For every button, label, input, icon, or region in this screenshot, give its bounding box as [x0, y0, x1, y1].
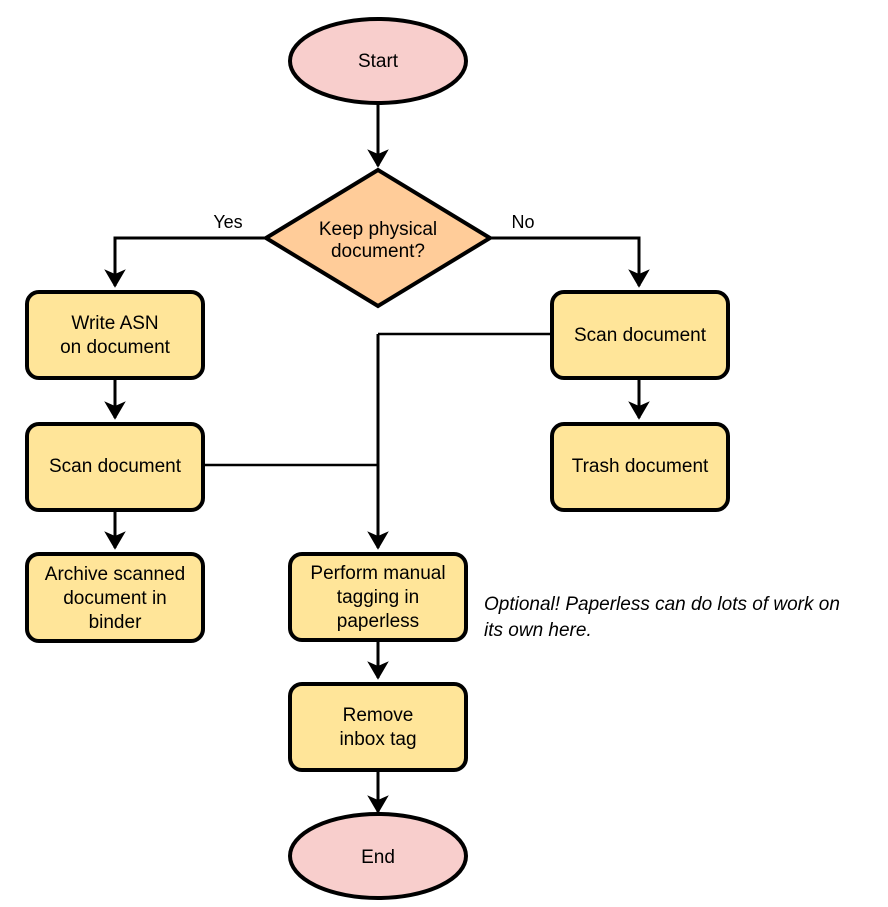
node-scan-document-right-label: Scan document — [574, 325, 707, 346]
note-line-2: its own here. — [484, 620, 592, 641]
node-end-label: End — [361, 847, 395, 868]
node-archive-label-line2: document in — [63, 588, 167, 609]
node-tagging-label-line2: tagging in — [337, 587, 419, 608]
node-write-asn-label-line2: on document — [60, 337, 171, 358]
node-remove-inbox-tag[interactable]: Remove inbox tag — [288, 682, 468, 772]
node-trash-document[interactable]: Trash document — [550, 422, 730, 512]
node-end[interactable]: End — [288, 812, 468, 900]
edge-decision-no-to-scan-right — [490, 236, 650, 288]
node-archive-label-line3: binder — [89, 612, 142, 633]
node-remove-inbox-label-line2: inbox tag — [339, 729, 416, 750]
node-scan-document-left-label: Scan document — [49, 456, 182, 477]
edge-decision-yes-to-write-asn — [104, 236, 265, 288]
edge-label-no: No — [511, 212, 534, 232]
node-scan-document-left[interactable]: Scan document — [25, 422, 205, 512]
node-trash-document-label: Trash document — [572, 456, 709, 477]
node-tagging-label-line1: Perform manual — [310, 563, 445, 584]
node-write-asn-label-line1: Write ASN — [71, 313, 158, 334]
node-write-asn-on-document[interactable]: Write ASN on document — [25, 290, 205, 380]
node-archive-label-line1: Archive scanned — [45, 564, 185, 585]
node-remove-inbox-label-line1: Remove — [343, 705, 414, 726]
node-decision-label-line1: Keep physical — [319, 219, 437, 240]
node-keep-physical-document-decision[interactable]: Keep physical document? — [262, 167, 494, 309]
node-perform-manual-tagging-in-paperless[interactable]: Perform manual tagging in paperless — [288, 552, 468, 642]
node-start[interactable]: Start — [288, 17, 468, 105]
note-optional-paperless: Optional! Paperless can do lots of work … — [484, 594, 840, 641]
node-start-label: Start — [358, 51, 399, 72]
node-decision-label-line2: document? — [331, 241, 425, 262]
node-archive-scanned-document-in-binder[interactable]: Archive scanned document in binder — [25, 552, 205, 643]
node-tagging-label-line3: paperless — [337, 611, 419, 632]
node-scan-document-right[interactable]: Scan document — [550, 290, 730, 380]
note-line-1: Optional! Paperless can do lots of work … — [484, 594, 840, 615]
edge-label-yes: Yes — [213, 212, 242, 232]
